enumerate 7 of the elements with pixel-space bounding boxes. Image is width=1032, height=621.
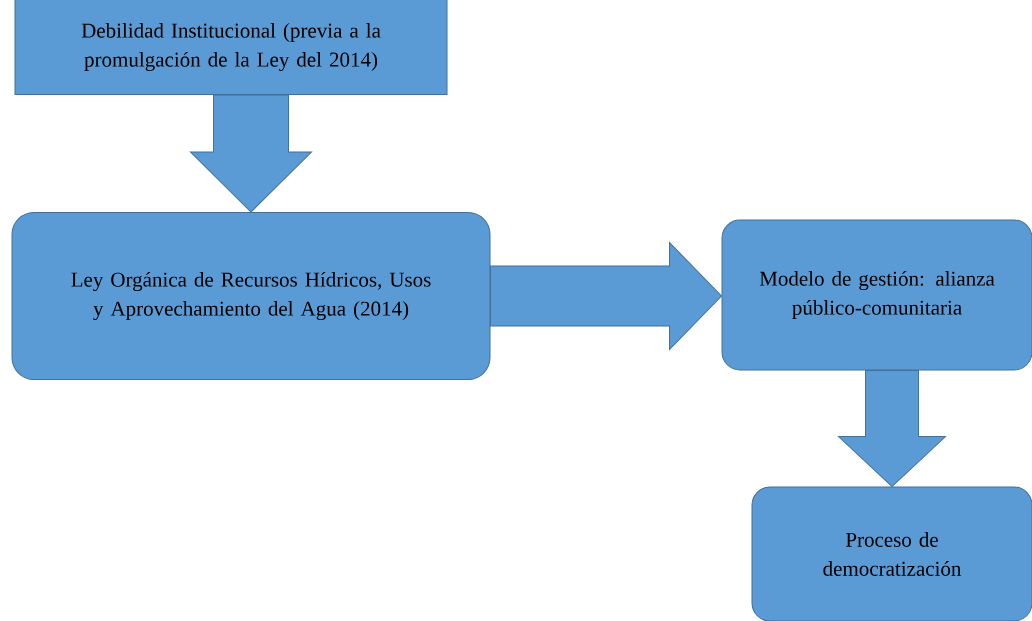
block-arrow — [490, 242, 722, 350]
process-box: Ley Orgánica de Recursos Hídricos, Usos y Aprovechamiento del Agua (2014) — [11, 212, 491, 380]
block-arrow — [190, 94, 312, 213]
block-arrow — [838, 370, 946, 487]
process-box: Modelo de gestión: alianza público-comunitaria — [721, 219, 1032, 371]
process-box: Proceso de democratización — [751, 486, 1032, 621]
process-box: Debilidad Institucional (previa a la promulgación de la Ley del 2014) — [14, 0, 448, 95]
